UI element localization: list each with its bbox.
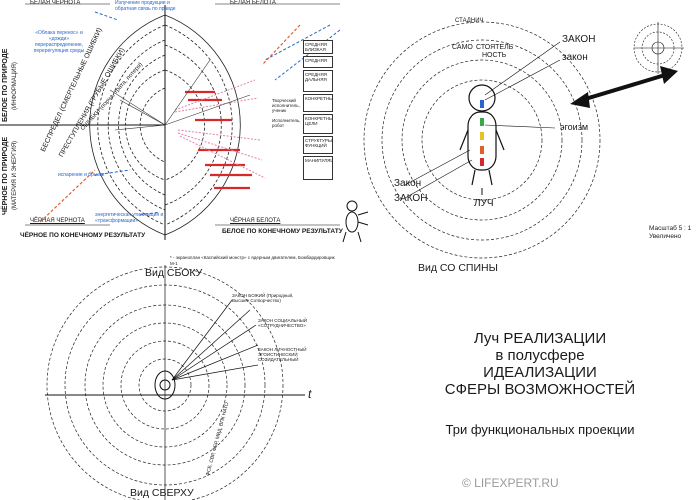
bottom-left-diagram: Вид СБОКУ Вид СВЕРХУ * - экраноплан «Кас… xyxy=(0,255,340,500)
word-stoyatel: СТОЯТЕЛЬ xyxy=(476,44,514,51)
label-white-by-result: БЕЛОЕ ПО КОНЕЧНОМУ РЕЗУЛЬТАТУ xyxy=(222,228,343,235)
label-zakon-left1: Закон xyxy=(394,178,422,189)
title-line-1: Луч РЕАЛИЗАЦИИ xyxy=(473,330,607,347)
pointer-3 xyxy=(171,324,257,381)
pointer-2 xyxy=(171,309,251,381)
blue-arrow-2 xyxy=(274,29,341,81)
blue-note-radiation: Излучение продукции и обратная связь по … xyxy=(115,0,176,12)
blue-note-evaporation: испарение и брызги xyxy=(58,172,105,178)
pink-line-5 xyxy=(179,135,266,179)
view-back-label: Вид СО СПИНЫ xyxy=(418,262,498,274)
label-enlarged: Увеличено xyxy=(649,233,682,240)
back-figure xyxy=(459,84,505,186)
word-nost: НОСТЬ xyxy=(482,52,507,59)
bottom-left-svg xyxy=(45,265,305,500)
top-right-svg xyxy=(363,21,684,259)
blue-arrow-4 xyxy=(94,169,131,176)
ring-3-left xyxy=(107,39,166,211)
footnote: * - экраноплан «Каспийский монстр» с яде… xyxy=(170,255,335,266)
pointer-1 xyxy=(171,299,233,381)
small-top-icon xyxy=(633,22,684,74)
title-line-2: в полусфере xyxy=(495,347,585,364)
word-samo: САМО xyxy=(452,44,473,51)
ring-outer-right xyxy=(164,14,241,236)
label-egoism: эгоизм xyxy=(560,122,589,132)
top-view-figure xyxy=(154,370,176,400)
box-4: КОНКРЕТНЫЕ xyxy=(303,94,333,112)
label-information: (ИНФОРМАЦИЯ) xyxy=(12,62,18,110)
law-divine: ЗАКОН БОЖИЙ (Природный, Высшее Сотворчес… xyxy=(232,293,294,303)
subtitle: Три функциональных проекции xyxy=(445,422,635,437)
label-black-by-nature: ЧЁРНОЕ ПО ПРИРОДЕ xyxy=(2,136,9,215)
box-3: СРЕДНЯЯ ДАЛЬНЯЯ xyxy=(303,70,333,92)
pink-line-4 xyxy=(177,132,263,161)
view-side-label: Вид СБОКУ xyxy=(145,267,203,279)
small-figure xyxy=(342,200,369,243)
label-white-by-nature: БЕЛОЕ ПО ПРИРОДЕ xyxy=(2,48,9,122)
label-black-by-result: ЧЁРНОЕ ПО КОНЕЧНОМУ РЕЗУЛЬТАТУ xyxy=(20,232,146,239)
pink-line-3 xyxy=(177,129,261,141)
law-social: ЗАКОН СОЦИАЛЬНЫЙ «СОТРУДНИЧЕСТВО» xyxy=(258,318,307,328)
label-zakon-small: закон xyxy=(562,52,588,63)
label-white-black: БЕЛАЯ ЧЕРНОТА xyxy=(30,0,81,6)
watermark: © LIFEXPERT.RU xyxy=(462,476,559,490)
box-6: СТРУКТУРЫ ФУНКЦИЙ xyxy=(303,136,333,154)
pink-line-1 xyxy=(174,79,256,111)
box-2: СРЕДНЯЯ xyxy=(303,56,333,68)
label-zakon-left2: ЗАКОН xyxy=(394,193,428,204)
label-scale: Масштаб 5 : 1 xyxy=(649,225,692,232)
view-top-label: Вид СВЕРХУ xyxy=(130,487,194,499)
top-right-diagram: СТАДНИЧ САМО СТОЯТЕЛЬ НОСТЬ ЗАКОН закон … xyxy=(360,0,700,280)
label-ray: ЛУЧ xyxy=(474,198,494,209)
box-5: КОНКРЕТНЫЕ ЦЕЛИ xyxy=(303,114,333,134)
top-left-svg xyxy=(0,3,369,243)
blue-arrow-3 xyxy=(94,11,119,21)
box-1: СРЕДНЯЯ БЛИЗКАЯ xyxy=(303,40,333,54)
title-block: Луч РЕАЛИЗАЦИИ в полусфере ИДЕАЛИЗАЦИИ С… xyxy=(400,330,680,437)
top-left-diagram: БЕЛАЯ ЧЕРНОТА БЕЛАЯ БЕЛОТА ЧЁРНАЯ ЧЕРНОТ… xyxy=(0,0,369,245)
pointer-4 xyxy=(171,344,259,381)
note-robot: Исполнитель, робот xyxy=(272,118,301,128)
blue-note-utilization: энергетическая утилизация и «трансформац… xyxy=(95,212,164,224)
law-personal: ЗАКОН ЛИЧНОСТНЫЙ ЭГОИСТИЧЕСКИЙ СОЗИДАТЕЛ… xyxy=(258,347,307,362)
word-stadnich: СТАДНИЧ xyxy=(455,18,484,24)
label-zakon-big: ЗАКОН xyxy=(562,34,596,45)
ring-3-right xyxy=(164,44,222,206)
title-line-4: СФЕРЫ ВОЗМОЖНОСТЕЙ xyxy=(444,381,636,398)
blue-arrow-5 xyxy=(139,211,161,216)
title-line-3: ИДЕАЛИЗАЦИИ xyxy=(483,364,597,381)
blue-arrow-1 xyxy=(264,24,331,61)
double-arrow xyxy=(570,66,678,108)
pointer-5 xyxy=(171,364,259,381)
orange-arrow-2 xyxy=(39,169,96,223)
box-7: МАНИПУЛЯЦИИ xyxy=(303,156,333,180)
ring-4-left xyxy=(118,54,166,196)
ring-2-right xyxy=(164,24,233,226)
blue-note-clouds: «Облака перенос» и «дожди» перераспредел… xyxy=(33,30,85,54)
pink-line-2 xyxy=(174,97,259,113)
label-white-white: БЕЛАЯ БЕЛОТА xyxy=(230,0,276,6)
note-creative: Творческий исполнитель, ученик xyxy=(272,98,300,113)
label-matter-energy: (МАТЕРИЯ И ЭНЕРГИЯ) xyxy=(12,140,18,210)
ring-4-right xyxy=(164,69,205,181)
orange-arrow-1 xyxy=(261,24,301,66)
label-black-white: ЧЁРНАЯ БЕЛОТА xyxy=(230,218,281,224)
t-axis-label: t xyxy=(308,387,312,401)
label-black-black: ЧЁРНАЯ ЧЕРНОТА xyxy=(30,218,85,224)
